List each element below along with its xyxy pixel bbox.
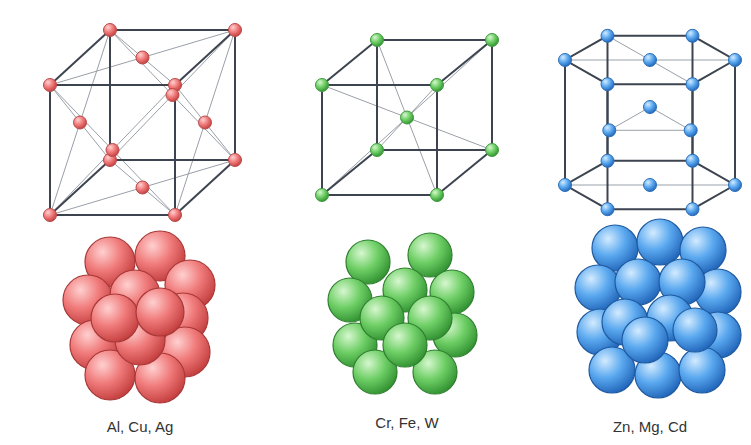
- fcc-spheres: [63, 231, 215, 403]
- hcp-spheres: [575, 219, 741, 398]
- element-label: Al, Cu, Ag: [107, 418, 174, 436]
- bcc-cell: [316, 34, 499, 202]
- element-label: Zn, Mg, Cd: [613, 418, 687, 436]
- element-label: Cr, Fe, W: [375, 414, 438, 432]
- hcp-cell: [559, 29, 742, 215]
- bcc-spheres: [328, 233, 477, 394]
- fcc-cell: [44, 24, 242, 222]
